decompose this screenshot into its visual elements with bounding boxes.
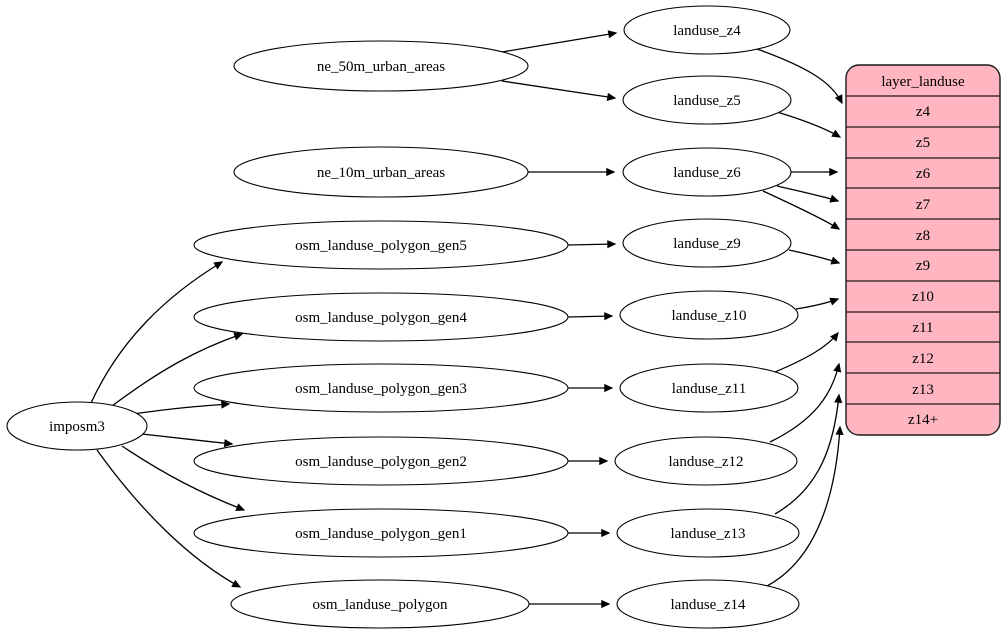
node-landuse-z9: landuse_z9 [622, 218, 792, 268]
node-imposm3: imposm3 [6, 401, 148, 451]
node-landuse-z6-label: landuse_z6 [673, 165, 741, 181]
node-gen1-label: osm_landuse_polygon_gen1 [295, 526, 467, 542]
edge-landuse-z5-to-row-z5 [776, 111, 842, 138]
node-landuse-z12-label: landuse_z12 [669, 454, 744, 470]
table-row-z14plus: z14+ [908, 412, 938, 428]
edge-imposm3-to-gen4 [111, 332, 244, 407]
table-row-z13: z13 [912, 382, 934, 398]
edge-landuse-z9-to-row-z9 [788, 249, 841, 265]
table-row-z12: z12 [912, 351, 934, 367]
node-landuse-z4-label: landuse_z4 [673, 23, 741, 39]
layer-landuse-table: layer_landuse z4 z5 z6 z7 z8 z9 z10 z11 … [845, 64, 1001, 436]
edge-landuse-z11-to-row-z11 [774, 331, 839, 373]
node-landuse-z13-label: landuse_z13 [671, 526, 746, 542]
edges [90, 30, 844, 609]
node-landuse-z12: landuse_z12 [614, 436, 798, 486]
node-gen4-shape [193, 292, 569, 342]
node-osm-landuse-polygon-gen2: osm_landuse_polygon_gen2 [193, 436, 569, 486]
node-landuse-z5-shape [622, 75, 792, 125]
table-row-z6: z6 [916, 166, 931, 182]
node-gen1-shape [193, 508, 569, 558]
table-row-z7: z7 [916, 197, 931, 213]
edge-imposm3-to-gen2 [141, 433, 234, 448]
node-imposm3-shape [6, 401, 148, 451]
node-landuse-z13-shape [616, 508, 800, 558]
node-gen4-label: osm_landuse_polygon_gen4 [295, 310, 467, 326]
node-landuse-z12-shape [614, 436, 798, 486]
node-landuse-z14-shape [616, 579, 800, 629]
node-landuse-z6: landuse_z6 [622, 147, 792, 197]
table-row-z4: z4 [916, 104, 931, 120]
node-landuse-z4: landuse_z4 [623, 5, 791, 55]
node-osm-landuse-polygon: osm_landuse_polygon [230, 579, 530, 629]
node-landuse-z4-shape [623, 5, 791, 55]
node-landuse-z9-label: landuse_z9 [673, 236, 740, 252]
node-landuse-z14: landuse_z14 [616, 579, 800, 629]
node-osm-landuse-polygon-gen3: osm_landuse_polygon_gen3 [193, 363, 569, 413]
node-landuse-z5: landuse_z5 [622, 75, 792, 125]
node-gen5-shape [193, 220, 569, 270]
node-landuse-z13: landuse_z13 [616, 508, 800, 558]
node-ne-50m-label: ne_50m_urban_areas [317, 59, 445, 75]
node-ne-10m-shape [233, 146, 529, 198]
node-landuse-z11-shape [619, 363, 799, 413]
edge-gen5-to-landuse-z9 [567, 240, 617, 249]
node-osm-landuse-polygon-gen5: osm_landuse_polygon_gen5 [193, 220, 569, 270]
edge-imposm3-to-gen5 [90, 261, 224, 404]
node-polygon-label: osm_landuse_polygon [313, 597, 448, 613]
edge-gen4-to-landuse-z10 [567, 312, 614, 321]
edge-ne50m-to-landuse-z4 [501, 30, 618, 53]
table-row-z10: z10 [912, 289, 934, 305]
node-imposm3-label: imposm3 [49, 419, 105, 435]
node-landuse-z11-label: landuse_z11 [672, 381, 746, 397]
node-landuse-z9-shape [622, 218, 792, 268]
node-gen5-label: osm_landuse_polygon_gen5 [295, 238, 467, 254]
node-gen2-label: osm_landuse_polygon_gen2 [295, 454, 467, 470]
node-ne-10m-urban-areas: ne_10m_urban_areas [233, 146, 529, 198]
edge-landuse-z10-to-row-z10 [795, 297, 840, 310]
node-landuse-z6-shape [622, 147, 792, 197]
edge-landuse-z14-to-row-z14plus [764, 425, 844, 588]
edge-imposm3-to-gen3 [132, 400, 231, 415]
node-landuse-z5-label: landuse_z5 [673, 93, 740, 109]
edge-landuse-z6-to-row-z7 [776, 185, 840, 203]
node-ne-50m-shape [233, 40, 529, 92]
node-landuse-z10: landuse_z10 [619, 290, 799, 340]
node-landuse-z14-label: landuse_z14 [671, 597, 746, 613]
table-row-z11: z11 [912, 320, 933, 336]
table-row-z8: z8 [916, 228, 930, 244]
edge-ne50m-to-landuse-z5 [501, 80, 617, 101]
edge-landuse-z12-to-row-z12 [769, 362, 842, 443]
node-gen3-label: osm_landuse_polygon_gen3 [295, 381, 467, 397]
layer-table-row-separators [846, 95, 1000, 405]
node-gen3-shape [193, 363, 569, 413]
node-osm-landuse-polygon-gen1: osm_landuse_polygon_gen1 [193, 508, 569, 558]
edge-landuse-z6-to-row-z8 [762, 190, 841, 230]
node-polygon-shape [230, 579, 530, 629]
node-landuse-z11: landuse_z11 [619, 363, 799, 413]
edge-imposm3-to-gen1 [121, 445, 246, 512]
node-osm-landuse-polygon-gen4: osm_landuse_polygon_gen4 [193, 292, 569, 342]
edge-imposm3-to-polygon [96, 449, 242, 588]
edge-landuse-z4-to-row-z4 [756, 48, 843, 105]
node-gen2-shape [193, 436, 569, 486]
table-row-z5: z5 [916, 135, 930, 151]
node-landuse-z10-shape [619, 290, 799, 340]
node-ne-50m-urban-areas: ne_50m_urban_areas [233, 40, 529, 92]
edge-landuse-z13-to-row-z13 [774, 393, 843, 515]
table-row-z9: z9 [916, 258, 930, 274]
node-ne-10m-label: ne_10m_urban_areas [317, 165, 445, 181]
node-landuse-z10-label: landuse_z10 [672, 308, 747, 324]
layer-table-title: layer_landuse [881, 74, 965, 90]
